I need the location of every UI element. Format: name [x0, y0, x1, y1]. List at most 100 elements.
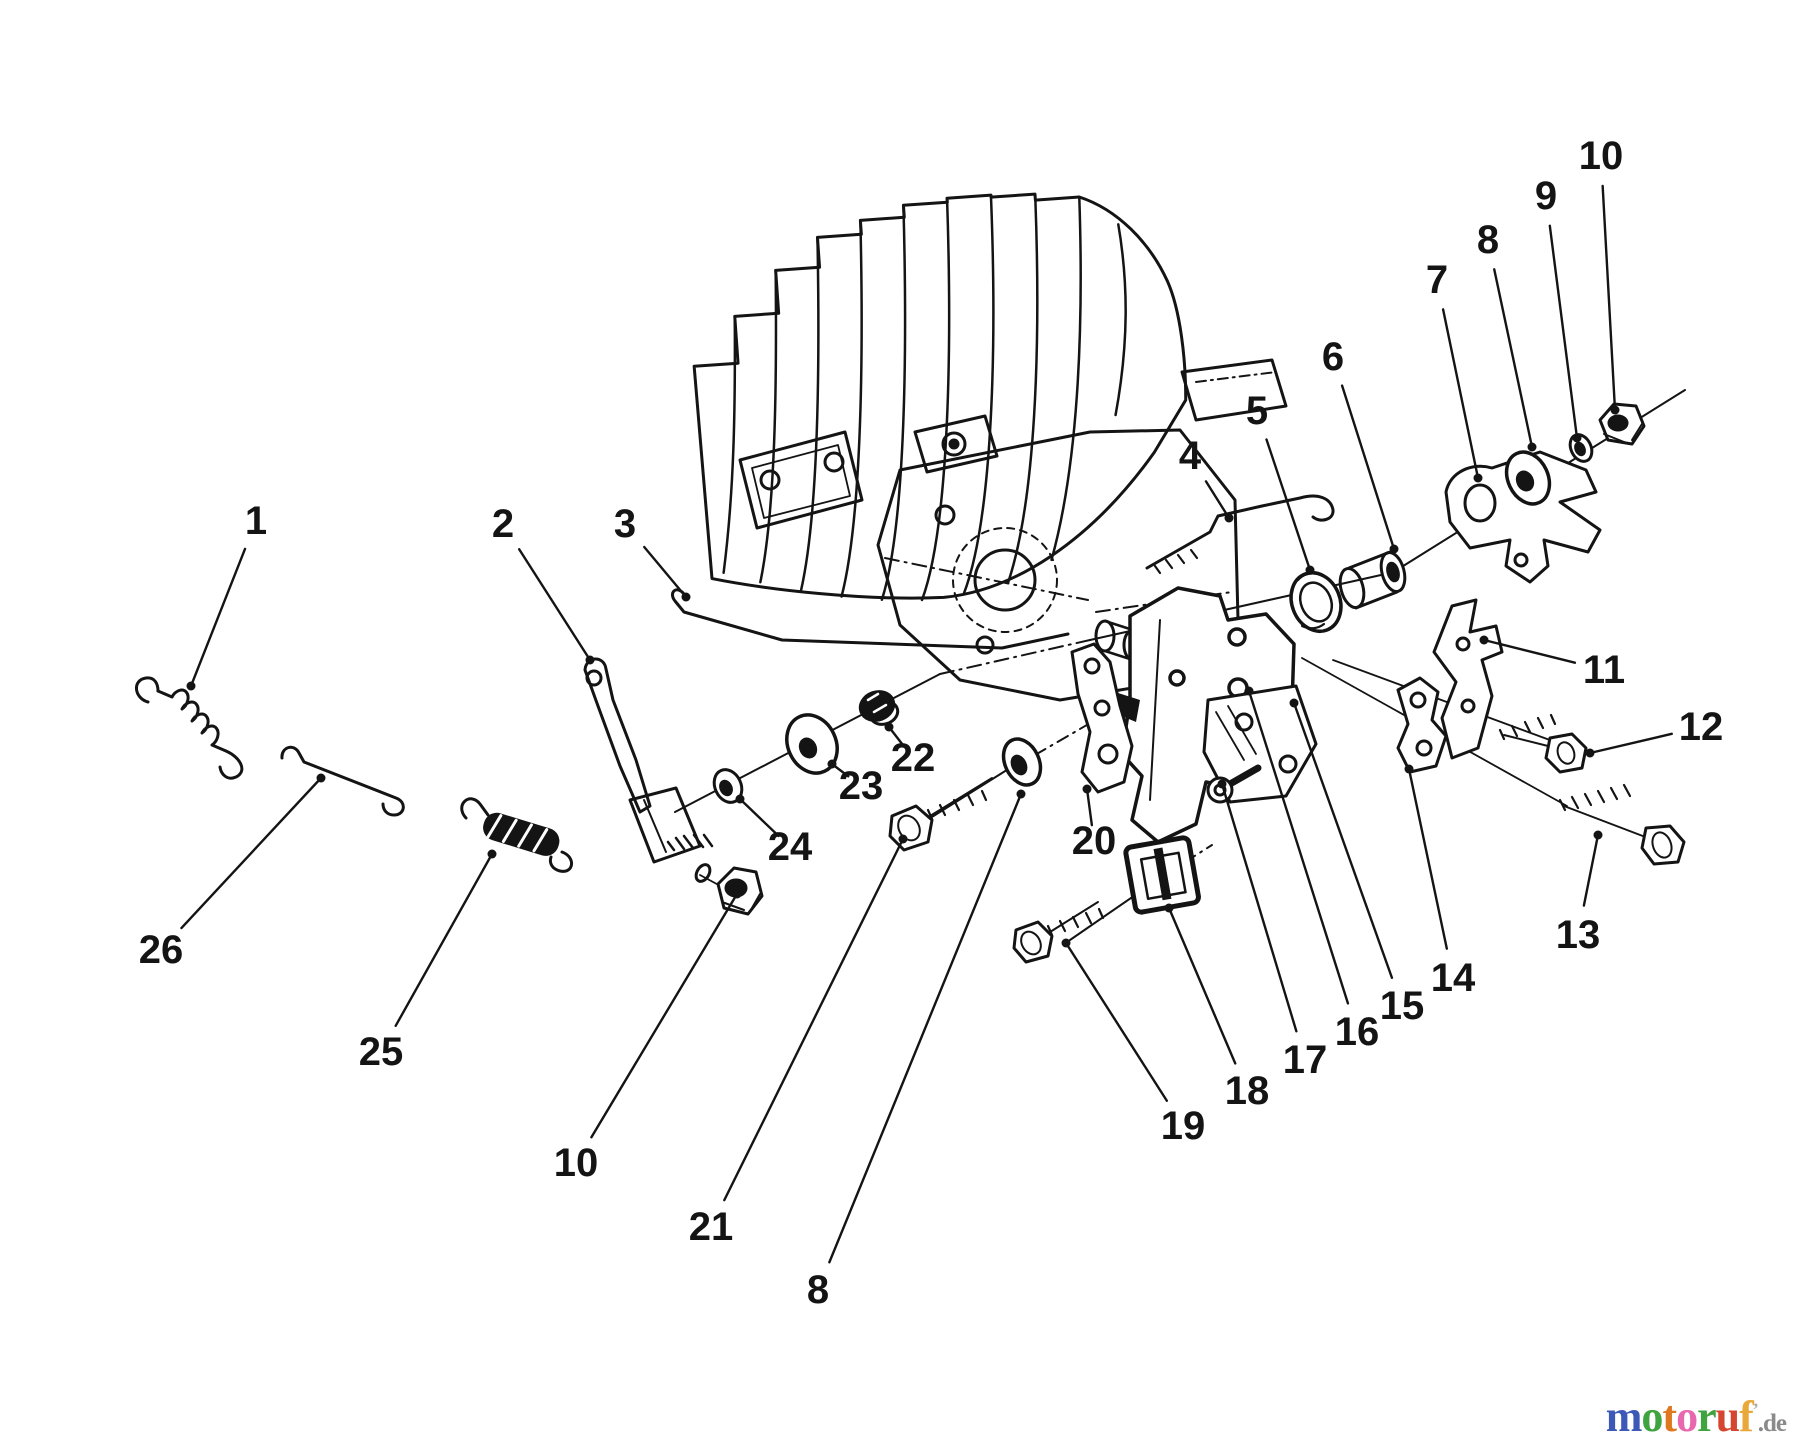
- engine-cooling-fins: [692, 192, 1188, 602]
- callout-number: 4: [1179, 434, 1202, 478]
- case-hole: [975, 635, 995, 655]
- leader-dot: [1289, 698, 1299, 708]
- bushing-hole: [1386, 561, 1400, 583]
- leader-line: [1085, 787, 1094, 827]
- callout-9: 9: [1535, 174, 1582, 443]
- part-19-hex-screw: [1012, 901, 1105, 964]
- callout-5: 5: [1246, 389, 1315, 575]
- case-hole: [934, 504, 956, 526]
- bolt-threads: [926, 789, 988, 821]
- fin-line: [920, 196, 951, 602]
- leader-dot: [1593, 830, 1603, 840]
- callout-number: 9: [1535, 174, 1557, 218]
- callout-17: 17: [1217, 779, 1328, 1082]
- leader-dot: [1404, 764, 1414, 774]
- bracket-hole: [1168, 669, 1186, 687]
- lever-hole: [1083, 657, 1101, 675]
- spring-hook: [135, 676, 160, 704]
- rod-threads: [1153, 548, 1199, 575]
- callout-number: 16: [1335, 1010, 1380, 1054]
- fin-line: [1050, 195, 1082, 562]
- callout-number: 17: [1283, 1038, 1328, 1082]
- flange-hole: [759, 469, 781, 491]
- mount-lug: [913, 414, 999, 474]
- lug-hole-center: [948, 438, 960, 450]
- stud-tip: [694, 863, 712, 883]
- leader-line: [1220, 782, 1298, 1033]
- logo-suffix: .de: [1757, 1410, 1787, 1437]
- leader-dot: [1479, 635, 1489, 645]
- leader-dot: [1572, 433, 1582, 443]
- carburetor-flange: [738, 430, 864, 530]
- leader-line: [643, 545, 688, 599]
- callout-number: 6: [1322, 335, 1344, 379]
- leader-dot: [1473, 473, 1483, 483]
- part-25-governor-spring: [460, 797, 573, 873]
- leader-line: [1407, 767, 1449, 950]
- washer-hole: [1010, 754, 1028, 776]
- leader-line: [1493, 268, 1534, 449]
- nut-facets: [721, 893, 761, 911]
- bolt-head-face: [1651, 831, 1673, 859]
- leader-dot: [827, 759, 837, 769]
- clamp-rotated: [1123, 835, 1201, 915]
- leader-line: [590, 892, 739, 1139]
- fin-line: [840, 219, 863, 598]
- lever-hole: [585, 669, 603, 687]
- leader-line: [828, 792, 1023, 1264]
- callout-number: 24: [768, 825, 813, 869]
- clip-hole: [1455, 636, 1471, 652]
- bolt-shank: [929, 777, 993, 817]
- flange-outline: [738, 430, 864, 530]
- part-6-bushing: [1338, 550, 1407, 610]
- part-1-extension-spring: [135, 676, 244, 780]
- leader-line: [180, 776, 323, 930]
- clip-hole: [1415, 739, 1433, 757]
- callout-number: 12: [1679, 705, 1724, 749]
- spring-hook: [460, 797, 490, 820]
- lever-outline: [1070, 642, 1134, 794]
- spring-coil-dark: [483, 812, 560, 856]
- leader-line: [1167, 906, 1237, 1065]
- clip-hole: [1460, 698, 1476, 714]
- wire-link-shape: [280, 745, 405, 817]
- hidden-line: [884, 557, 1089, 601]
- fin-line: [722, 315, 737, 574]
- part-4-governor-rod: [1145, 494, 1335, 575]
- callout-6: 6: [1322, 335, 1399, 554]
- callout-number: 18: [1225, 1069, 1270, 1113]
- logo-letter: o: [1641, 1392, 1663, 1441]
- leader-line: [1247, 689, 1350, 1005]
- leader-dot: [487, 849, 497, 859]
- crank-boss-hidden: [952, 527, 1058, 633]
- leader-line: [1548, 224, 1579, 440]
- lock-washer-hole: [1574, 441, 1586, 457]
- nut-highlights: [866, 692, 888, 714]
- screw-threads: [1498, 713, 1557, 741]
- fin-line: [1114, 223, 1127, 417]
- screw-shank: [1503, 734, 1553, 748]
- leader-line: [723, 837, 905, 1202]
- callout-10: 10: [554, 889, 742, 1185]
- washer-hole: [798, 737, 818, 759]
- engine-block: [692, 192, 1288, 702]
- fin-line: [759, 269, 778, 584]
- logo-letter: f: [1739, 1392, 1754, 1441]
- bushing-edge: [1354, 590, 1399, 610]
- logo-letter: u: [1715, 1392, 1741, 1441]
- leader-dot: [1164, 903, 1174, 913]
- callout-25: 25: [359, 849, 497, 1074]
- lever-hole: [1097, 743, 1119, 765]
- spring-coil-lines: [1296, 572, 1326, 630]
- callout-15: 15: [1289, 698, 1424, 1028]
- axis-bolt21-hidden: [1034, 699, 1131, 756]
- leader-dot: [1244, 686, 1254, 696]
- lever-hole: [1093, 699, 1111, 717]
- flange-hole: [823, 451, 845, 473]
- callout-7: 7: [1426, 258, 1483, 483]
- logo-tick: ’: [1752, 1399, 1759, 1420]
- part-7-anchor-bracket: [1444, 450, 1602, 584]
